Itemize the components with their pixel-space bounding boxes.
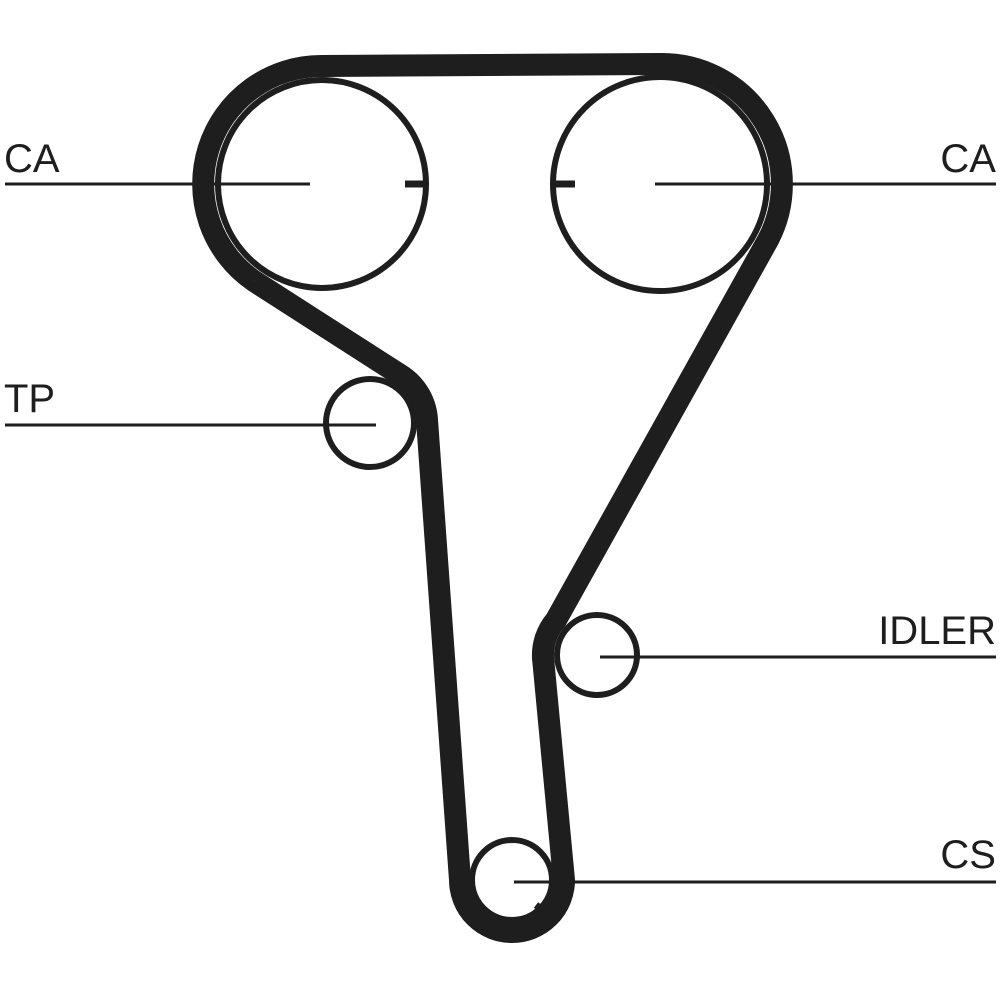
label-tp: TP	[4, 377, 55, 421]
label-ca-right: CA	[940, 137, 996, 181]
idler-pulley	[554, 612, 640, 698]
label-ca-left: CA	[4, 137, 60, 181]
crankshaft-pulley	[469, 837, 555, 923]
timing-belt	[192, 52, 793, 943]
label-idler: IDLER	[878, 609, 996, 653]
label-cs: CS	[940, 833, 996, 877]
tensioner-pulley	[323, 376, 417, 470]
